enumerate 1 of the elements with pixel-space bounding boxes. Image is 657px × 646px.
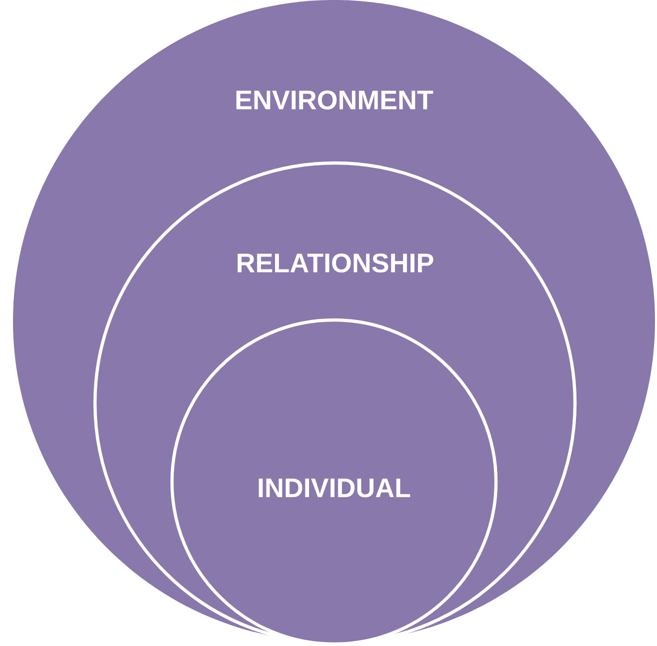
node-label: INDIVIDUAL <box>258 478 410 498</box>
